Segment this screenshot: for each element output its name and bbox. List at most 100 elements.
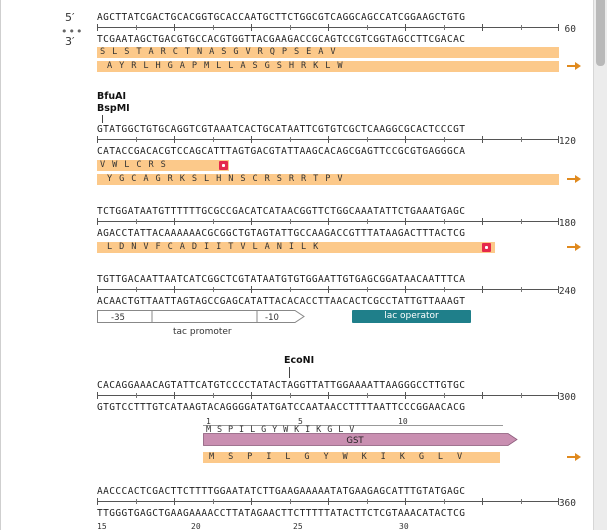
ruler-tick <box>136 499 137 504</box>
ruler-tick <box>213 25 214 30</box>
frame-aa: AYRLHGAPMLLASGSHRKLW <box>107 61 350 71</box>
frame-arrow-icon[interactable] <box>567 175 581 183</box>
translation-frame[interactable]: YGCAGRKSLHNSCRSRRTPV <box>97 174 559 185</box>
ruler-tick <box>97 286 98 293</box>
bottom-strand-sequence: ACAACTGTTAATTAGTAGCCGAGCATATTACACACCTTAA… <box>97 296 466 307</box>
ruler-tick <box>97 498 98 505</box>
ruler-tick <box>136 137 137 142</box>
ruler-tick <box>251 218 252 225</box>
sequence-ruler <box>97 24 559 31</box>
ruler-tick <box>174 392 175 399</box>
tac-box-35: -35 <box>111 313 125 323</box>
ruler-tick <box>558 498 559 505</box>
ruler-tick <box>328 498 329 505</box>
aa-number: 20 <box>191 522 201 530</box>
ruler-tick <box>328 286 329 293</box>
top-strand-sequence: TGTTGACAATTAATCATCGGCTCGTATAATGTGTGGAATT… <box>97 274 466 285</box>
translation-frame[interactable]: MSPILGYWKIKGLV <box>203 452 500 463</box>
ruler-tick <box>367 25 368 30</box>
ruler-tick <box>367 393 368 398</box>
ruler-tick <box>482 24 483 31</box>
ruler-tick <box>174 136 175 143</box>
ruler-tick <box>251 392 252 399</box>
ruler-tick <box>367 287 368 292</box>
ruler-tick <box>482 498 483 505</box>
lac-operator-feature[interactable]: lac operator <box>352 310 471 323</box>
ruler-tick <box>174 218 175 225</box>
ruler-tick <box>405 392 406 399</box>
ruler-tick <box>97 136 98 143</box>
frame-aa: YGCAGRKSLHNSCRSRRTPV <box>107 174 350 184</box>
gst-aa-sequence: MSPILGYWKIKGLV <box>206 425 361 435</box>
stop-codon-icon <box>219 161 228 170</box>
frame-aa: LDNVFCADIITVLANILK <box>107 242 326 252</box>
ruler-tick <box>213 137 214 142</box>
ruler-tick <box>290 219 291 224</box>
ruler-tick <box>328 24 329 31</box>
ruler-tick <box>290 287 291 292</box>
ruler-tick <box>174 286 175 293</box>
enzyme-site-econi[interactable]: EcoNI <box>284 355 315 366</box>
ruler-tick <box>444 25 445 30</box>
position-label: 180 <box>558 218 576 229</box>
ruler-tick <box>213 499 214 504</box>
ruler-tick <box>405 498 406 505</box>
cut-site-marker <box>102 115 103 123</box>
three-prime-label: 3′ <box>65 35 75 48</box>
ruler-tick <box>558 24 559 31</box>
translation-frame[interactable]: LDNVFCADIITVLANILK <box>97 242 495 253</box>
ruler-tick <box>482 218 483 225</box>
ruler-tick <box>405 24 406 31</box>
translation-frame[interactable]: SLSTARCTNASGVRQPSEAV <box>97 47 559 58</box>
ruler-tick <box>290 393 291 398</box>
aa-number: 25 <box>293 522 303 530</box>
ruler-tick <box>97 24 98 31</box>
bottom-strand-sequence: CATACCGACACGTCCAGCATTTAGTGACGTATTAAGCACA… <box>97 146 466 157</box>
tac-box-10: -10 <box>265 313 279 323</box>
ruler-tick <box>521 499 522 504</box>
top-strand-sequence: AACCCACTCGACTTCTTTTGGAATATCTTGAAGAAAAATA… <box>97 486 466 497</box>
ruler-tick <box>290 137 291 142</box>
ruler-tick <box>174 498 175 505</box>
frame-aa: MSPILGYWKIKGLV <box>209 452 477 462</box>
aa-number: 5 <box>298 417 303 426</box>
sequence-ruler <box>97 498 559 505</box>
frame-aa: VWLCRS <box>100 160 173 170</box>
translation-frame[interactable]: AYRLHGAPMLLASGSHRKLW <box>97 61 559 72</box>
aa-number: 30 <box>399 522 409 530</box>
ruler-tick <box>213 287 214 292</box>
ruler-tick <box>97 218 98 225</box>
ruler-tick <box>174 24 175 31</box>
ruler-tick <box>444 393 445 398</box>
gst-feature[interactable]: GST <box>203 433 521 446</box>
tac-promoter-feature[interactable]: -35 -10 <box>97 310 307 324</box>
ruler-tick <box>290 499 291 504</box>
sequence-viewer[interactable]: 5′ ••• 3′ AGCTTATCGACTGCACGGTGCACCAATGCT… <box>0 0 594 530</box>
ruler-tick <box>367 137 368 142</box>
vertical-scrollbar[interactable] <box>593 0 607 530</box>
translation-frame[interactable]: VWLCRS <box>97 160 229 171</box>
frame-arrow-icon[interactable] <box>567 62 581 70</box>
position-label: 120 <box>558 136 576 147</box>
tac-promoter-label: tac promoter <box>173 327 232 337</box>
ruler-tick <box>367 219 368 224</box>
bottom-strand-sequence: TTGGGTGAGCTGAAGAAAACCTTATAGAACTTCTTTTTAT… <box>97 508 466 519</box>
position-label: 60 <box>564 24 576 35</box>
enzyme-site-bfuai[interactable]: BfuAI <box>97 91 127 102</box>
ruler-tick <box>136 219 137 224</box>
ruler-tick <box>251 286 252 293</box>
ruler-tick <box>444 287 445 292</box>
ruler-tick <box>521 393 522 398</box>
scrollbar-thumb[interactable] <box>596 0 605 66</box>
aa-ruler <box>203 425 503 426</box>
enzyme-site-bspmi[interactable]: BspMI <box>97 103 130 114</box>
ruler-tick <box>482 136 483 143</box>
ruler-tick <box>367 499 368 504</box>
bottom-strand-sequence: TCGAATAGCTGACGTGCCACGTGGTTACGAAGACCGCAGT… <box>97 34 466 45</box>
frame-arrow-icon[interactable] <box>567 453 581 461</box>
frame-arrow-icon[interactable] <box>567 243 581 251</box>
ruler-tick <box>328 136 329 143</box>
more-icon[interactable]: ••• <box>61 25 84 38</box>
aa-number: 15 <box>97 522 107 530</box>
ruler-tick <box>213 219 214 224</box>
